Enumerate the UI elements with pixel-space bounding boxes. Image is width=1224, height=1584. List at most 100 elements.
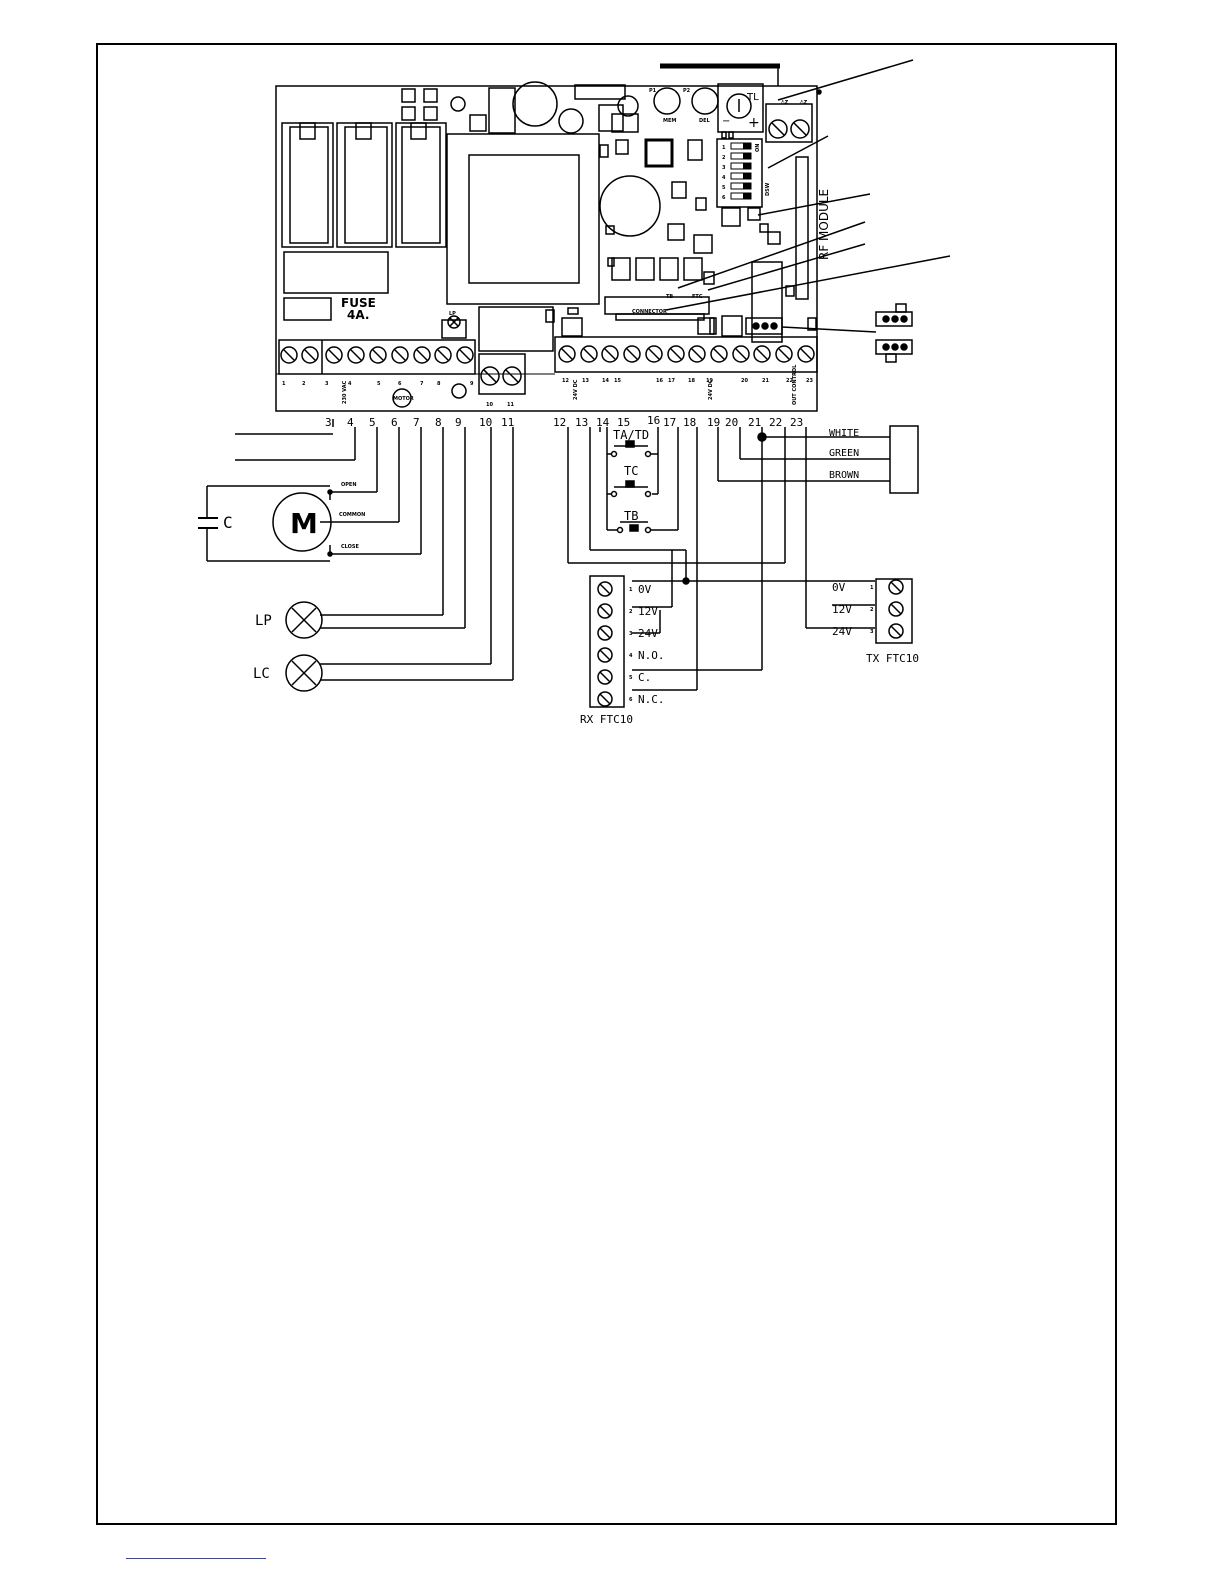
tx-terminal-label: 0V <box>832 581 846 594</box>
terminal-number-19: 19 <box>707 416 720 429</box>
rx-terminal-5 <box>597 669 613 685</box>
terminal-number-7: 7 <box>413 416 420 429</box>
rx-terminal-label: 12V <box>638 605 658 618</box>
dip-number: 4 <box>722 175 726 181</box>
rx-terminal-4 <box>597 647 613 663</box>
trimmer-label: TL <box>746 92 759 103</box>
board-terminal-number: 1 <box>282 381 286 387</box>
terminal-screw-3 <box>325 346 343 364</box>
board-terminal-number: 15 <box>614 378 621 384</box>
board-terminal-number: 8 <box>437 381 441 387</box>
board-terminal-number: 3 <box>325 381 329 387</box>
tx-terminal-number: 2 <box>870 607 874 613</box>
tx-title: TX FTC10 <box>866 652 919 665</box>
mem-label: MEM <box>663 118 676 124</box>
tx-terminal-label: 24V <box>832 625 852 638</box>
rx-terminal-label: 0V <box>638 583 652 596</box>
terminal-screw-5 <box>369 346 387 364</box>
rx-title: RX FTC10 <box>580 713 633 726</box>
out-control-label: OUT CONTROL <box>792 364 798 405</box>
transformer <box>446 133 600 305</box>
board-terminal-number: 12 <box>562 378 569 384</box>
terminal-screw-10 <box>480 366 500 386</box>
button-p1-label: P1 <box>649 88 657 94</box>
ta-td-label: TA/TD <box>613 428 649 442</box>
terminal-number-6: 6 <box>391 416 398 429</box>
terminal-number-15: 15 <box>617 416 630 429</box>
dip-switch <box>716 138 763 208</box>
tx-terminal-3 <box>888 623 904 639</box>
terminal-number-9: 9 <box>455 416 462 429</box>
terminal-number-13: 13 <box>575 416 588 429</box>
terminal-number-8: 8 <box>435 416 442 429</box>
wire-brown-label: BROWN <box>829 470 859 481</box>
fuse-value: 4A. <box>347 308 369 322</box>
motor-symbol: M <box>290 507 318 540</box>
antenna-label-2: ♁Z <box>800 99 808 106</box>
dip-number: 5 <box>722 185 726 191</box>
terminal-number-14: 14 <box>596 416 610 429</box>
lamp-lc <box>285 654 323 692</box>
terminal-number-12: 12 <box>553 416 566 429</box>
terminal-number-10: 10 <box>479 416 492 429</box>
terminal-number-3: 3 <box>325 416 332 429</box>
close-label: CLOSE <box>341 544 360 550</box>
board-terminal-number: 10 <box>486 402 493 408</box>
board-terminal-number: 20 <box>741 378 748 384</box>
terminal-screw-15 <box>623 345 641 363</box>
rx-terminal-number: 1 <box>629 587 633 593</box>
terminal-number-17: 17 <box>663 416 676 429</box>
terminal-screw-6 <box>391 346 409 364</box>
rx-terminal-number: 6 <box>629 697 633 703</box>
v24-label-2: 24V DC <box>708 379 714 400</box>
rx-terminal-6 <box>597 691 613 707</box>
button-p2-label: P2 <box>683 88 691 94</box>
rx-terminal-label: N.C. <box>638 693 665 706</box>
terminal-screw-11 <box>502 366 522 386</box>
dip-number: 3 <box>722 165 726 171</box>
board-terminal-number: 4 <box>348 381 352 387</box>
antenna-label-1: ♁Z <box>781 99 789 106</box>
rx-terminal-label: C. <box>638 671 651 684</box>
terminal-number-11: 11 <box>501 416 514 429</box>
terminal-screw-9 <box>456 346 474 364</box>
terminal-number-5: 5 <box>369 416 376 429</box>
fuse-holder <box>283 297 332 321</box>
tx-terminal-label: 12V <box>832 603 852 616</box>
trimmer-minus: − <box>722 116 730 127</box>
terminal-number-23: 23 <box>790 416 803 429</box>
motor-m <box>272 492 332 552</box>
board-motor-label: MOTOR <box>393 396 414 402</box>
tb-jumper-label: TB <box>666 294 673 300</box>
board-terminal-number: 19 <box>706 378 713 384</box>
dsw-label: DSW <box>765 182 771 196</box>
fuse-label: FUSE <box>341 296 376 310</box>
capacitor-block <box>283 251 389 294</box>
tb-label: TB <box>624 509 638 523</box>
board-terminal-number: 5 <box>377 381 381 387</box>
terminal-screw-13 <box>580 345 598 363</box>
rx-ftc10-block <box>589 575 625 708</box>
board-terminal-number: 23 <box>806 378 813 384</box>
terminal-screw-7 <box>413 346 431 364</box>
terminal-screw-16 <box>645 345 663 363</box>
wire-white-label: WHITE <box>829 428 859 439</box>
terminal-block-right <box>554 336 818 373</box>
tx-terminal-2 <box>888 601 904 617</box>
del-label: DEL <box>699 118 711 124</box>
terminal-screw-4 <box>347 346 365 364</box>
lamp-lp-label: LP <box>255 613 272 629</box>
rx-terminal-2 <box>597 603 613 619</box>
jumper-on-icon <box>875 311 913 327</box>
antenna-terminal <box>765 103 813 143</box>
board-terminal-number: 13 <box>582 378 589 384</box>
terminal-number-20: 20 <box>725 416 738 429</box>
page-frame <box>96 43 1117 1525</box>
terminal-screw-20 <box>732 345 750 363</box>
terminal-screw-22 <box>775 345 793 363</box>
tx-terminal-1 <box>888 579 904 595</box>
v24-label: 24V DC <box>573 379 579 400</box>
board-terminal-number: 9 <box>470 381 474 387</box>
rf-module-slot <box>795 156 809 300</box>
